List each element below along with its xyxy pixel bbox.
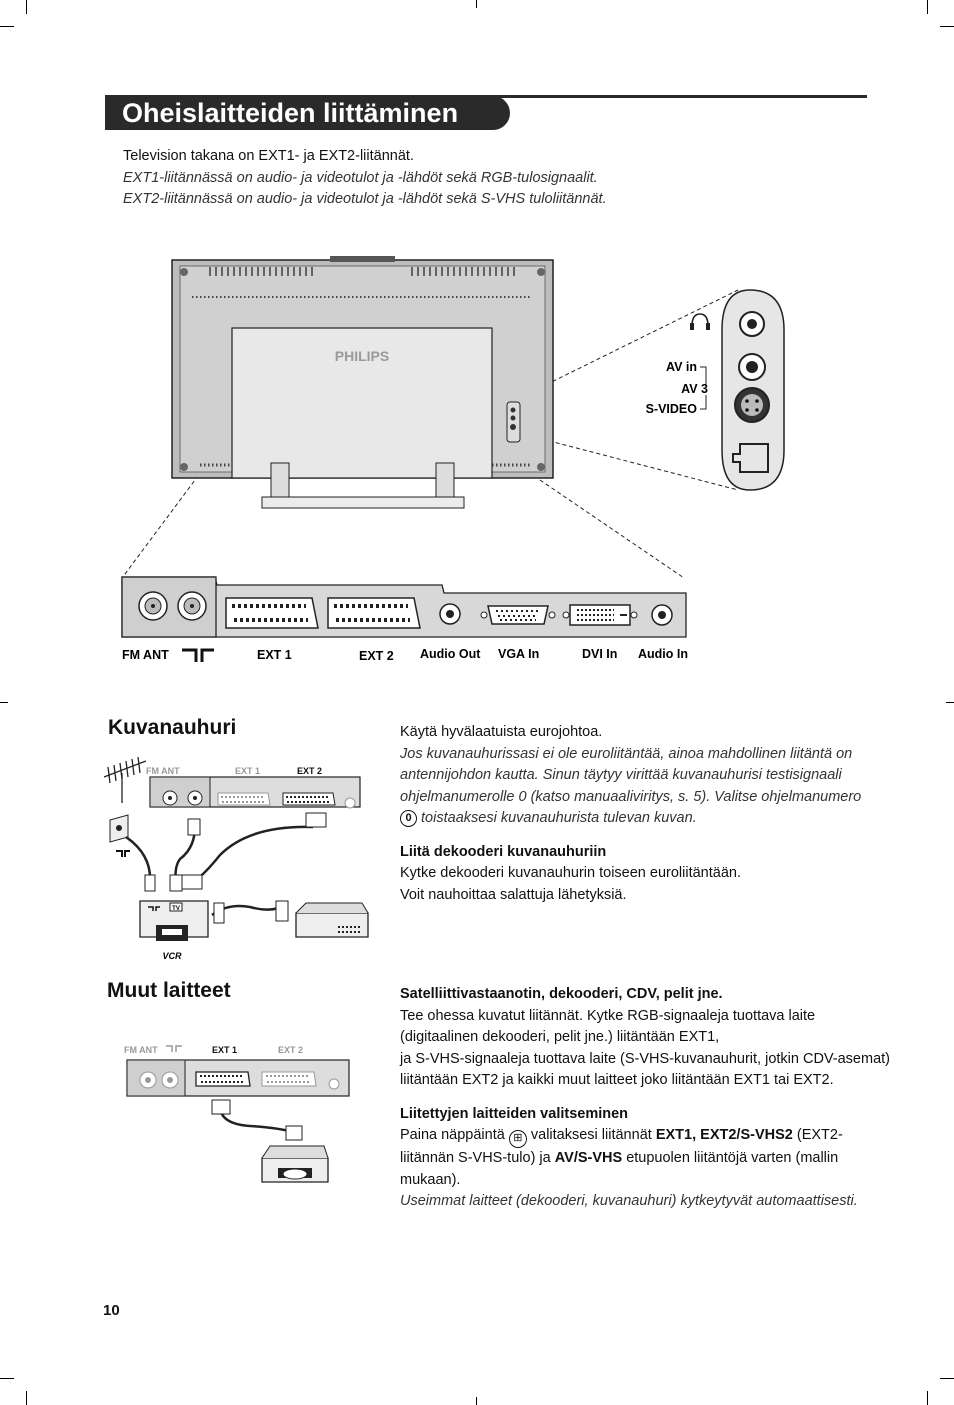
vcr-connection-diagram: FM ANT EXT 1 EXT 2 TV VCR (103, 756, 369, 961)
label-av-in: AV in (666, 360, 697, 374)
other-devices-text: Satelliittivastaanotin, dekooderi, CDV, … (400, 984, 890, 1213)
source-key-icon: ⊞ (508, 1130, 527, 1148)
headphones-icon (691, 313, 709, 327)
key-zero-icon: 0 (400, 810, 417, 827)
other-devices-diagram: FM ANT EXT 1 EXT 2 (124, 1045, 350, 1183)
label-fm-ant: FM ANT (122, 648, 169, 662)
label-audio-in: Audio In (638, 647, 688, 661)
vcr-tv-label: TV (172, 906, 180, 912)
label-av3: AV 3 (681, 382, 708, 396)
vcr-p3-line1: Kytke dekooderi kuvanauhurin toiseen eur… (400, 865, 741, 881)
av3-symbol-icon (732, 443, 769, 473)
label-vga-in: VGA In (498, 647, 539, 661)
page-number: 10 (103, 1302, 120, 1319)
intro: Television takana on EXT1- ja EXT2-liitä… (123, 146, 843, 211)
vcr-heading: Kuvanauhuri (108, 716, 237, 739)
other-label-fm-ant: FM ANT (124, 1045, 158, 1055)
label-audio-out: Audio Out (420, 647, 481, 661)
other-devices-heading: Muut laitteet (107, 979, 231, 1002)
vcr-label-ext2: EXT 2 (297, 766, 322, 776)
antenna-icon (103, 756, 147, 803)
vcr-caption: VCR (162, 951, 182, 961)
label-dvi-in: DVI In (582, 647, 617, 661)
other-note: Useimmat laitteet (dekooderi, kuvanauhur… (400, 1193, 858, 1209)
vcr-p3-line2: Voit nauhoittaa salattuja lähetyksiä. (400, 886, 627, 903)
vcr-p1: Käytä hyvälaatuista eurojohtoa. (400, 724, 603, 740)
label-s-video: S-VIDEO (646, 402, 698, 416)
brand-logo: PHILIPS (335, 348, 389, 364)
decoder-device (295, 912, 369, 938)
page-title: Oheislaitteiden liittäminen (105, 96, 510, 130)
label-ext1: EXT 1 (257, 648, 292, 662)
other-label-ext1: EXT 1 (212, 1045, 237, 1055)
other-p1: Tee ohessa kuvatut liitännät. Kytke RGB-… (400, 1007, 816, 1046)
intro-line-2: EXT1-liitännässä on audio- ja videotulot… (123, 169, 598, 186)
vcr-subheading: Liitä dekooderi kuvanauhuriin (400, 843, 607, 860)
intro-line-1: Television takana on EXT1- ja EXT2-liitä… (123, 148, 414, 164)
intro-line-3: EXT2-liitännässä on audio- ja videotulot… (123, 191, 607, 207)
vcr-label-ext1: EXT 1 (235, 766, 260, 776)
vcr-label-fm-ant: FM ANT (146, 766, 180, 776)
other-label-ext2: EXT 2 (278, 1045, 303, 1055)
vcr-text: Käytä hyvälaatuista eurojohtoa. Jos kuva… (400, 722, 880, 906)
other-subheading-2: Liitettyjen laitteiden valitseminen (400, 1105, 629, 1122)
other-p1b: ja S-VHS-signaaleja tuottava laite (S-VH… (400, 1050, 890, 1089)
vcr-p2: Jos kuvanauhurissasi ei ole euroliitäntä… (400, 745, 862, 827)
other-subheading-1: Satelliittivastaanotin, dekooderi, CDV, … (400, 986, 723, 1002)
antenna-symbol-icon (182, 648, 214, 662)
tv-rear-connection-diagram: PHILIPS AV in AV 3 S-VIDEO (121, 256, 785, 663)
label-ext2: EXT 2 (359, 649, 394, 663)
other-p2: Paina näppäintä ⊞ valitaksesi liitännät … (400, 1127, 843, 1188)
